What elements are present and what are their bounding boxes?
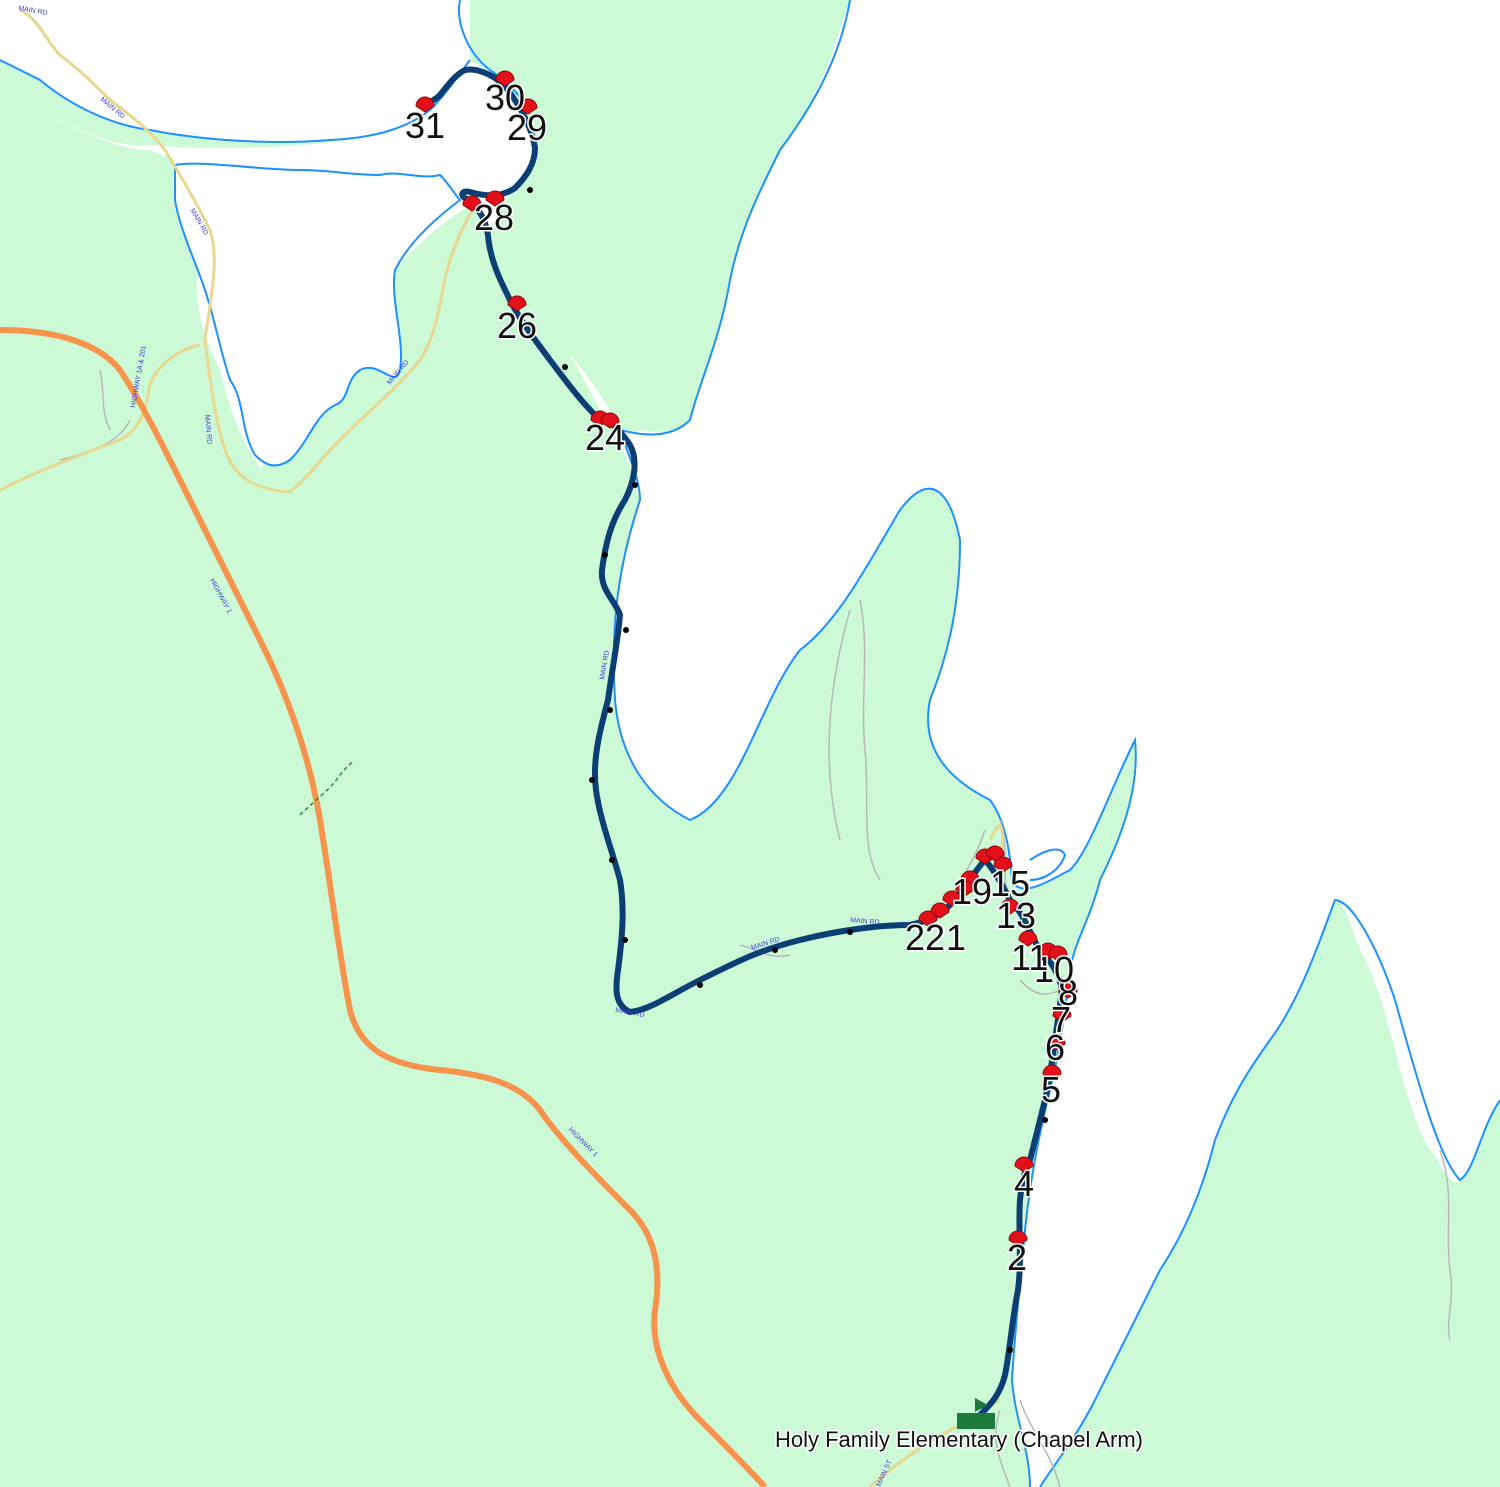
bus-stop-marker-icon[interactable] [993, 856, 1013, 873]
bus-stop-marker-icon[interactable] [507, 295, 527, 312]
bus-stop-marker-icon[interactable] [1048, 945, 1068, 962]
stop-label: 6 [1045, 1027, 1065, 1068]
school-label: Holy Family Elementary (Chapel Arm) [775, 1427, 1143, 1452]
bus-stop-marker-icon[interactable] [942, 890, 962, 907]
stop-labels: 2 4 5 6 7 8 10 11 13 15 19 21 22 24 26 2… [404, 76, 1080, 1280]
stop-label: 24 [585, 417, 625, 458]
route-direction-arrow-icon [1007, 1347, 1013, 1353]
stop-label: 10 [1034, 949, 1074, 990]
bus-stop-marker-icon[interactable] [1046, 1034, 1066, 1051]
shoreline-east-peninsula [1039, 898, 1500, 1487]
bus-stop-marker-icon[interactable] [1052, 1006, 1072, 1023]
stop-label: 19 [952, 871, 992, 912]
stop-label: 11 [1011, 937, 1048, 978]
bus-stop-marker-icon[interactable] [495, 70, 515, 87]
main-road-southwest [0, 343, 201, 492]
school-flag-icon [957, 1413, 995, 1429]
stop-label: 5 [1041, 1069, 1061, 1110]
stop-label: 26 [497, 305, 537, 346]
shoreline-inner-cove [1029, 848, 1067, 881]
route-direction-arrow-icon [697, 982, 703, 988]
bus-stop-marker-icon[interactable] [485, 190, 505, 207]
route-direction-arrow-icon [607, 707, 613, 713]
stop-label: 15 [990, 863, 1030, 904]
route-direction-arrow-icon [847, 929, 853, 935]
bus-stop-marker-icon[interactable] [1018, 930, 1038, 947]
road-label: MAIN RD [850, 917, 880, 927]
route-direction-arrow-icon [527, 187, 533, 193]
water-northwest-bay [175, 163, 460, 466]
stop-markers [415, 70, 1078, 1247]
water-east-bay [613, 0, 1500, 1487]
route-direction-arrow-icon [623, 627, 629, 633]
stop-label: 13 [996, 895, 1036, 936]
bus-stop-marker-icon[interactable] [600, 412, 620, 429]
shoreline-northwest-bay [174, 162, 462, 467]
route-direction-arrow-icon [1042, 1117, 1048, 1123]
bus-stop-marker-icon[interactable] [985, 845, 1005, 862]
shoreline-east-bay [612, 0, 1137, 1487]
route-direction-arrow-icon [562, 364, 568, 370]
bus-stop-marker-icon[interactable] [518, 98, 538, 115]
route-direction-arrow-icon [589, 777, 595, 783]
bus-stop-marker-icon[interactable] [415, 96, 435, 113]
bus-stop-marker-icon[interactable] [1058, 982, 1078, 999]
school-marker[interactable] [957, 1398, 995, 1429]
bus-stop-marker-icon[interactable] [918, 910, 938, 927]
land-east-peninsula [1040, 897, 1500, 1487]
stop-label: 8 [1058, 972, 1078, 1013]
stop-label: 4 [1014, 1163, 1034, 1204]
land-northeast-peninsula [470, 0, 850, 435]
route-direction-arrow-icon [632, 482, 638, 488]
route-direction-arrow-icon [622, 937, 628, 943]
route-arrows [527, 187, 1048, 1353]
school-flag-pennant-icon [975, 1398, 988, 1412]
trail [299, 761, 353, 816]
shoreline-north-channel-top [458, 0, 531, 111]
route-direction-arrow-icon [609, 857, 615, 863]
stop-label: 28 [474, 197, 514, 238]
bus-stop-marker-icon[interactable] [1042, 1064, 1062, 1081]
bus-stop-marker-icon[interactable] [1008, 1230, 1028, 1247]
route-direction-arrow-icon [772, 947, 778, 953]
stop-label: 22 [905, 917, 945, 958]
main-road-west [19, 8, 480, 494]
highway-1 [0, 327, 768, 1487]
bus-stop-marker-icon[interactable] [462, 195, 482, 212]
stop-label: 7 [1051, 999, 1071, 1040]
bus-stop-marker-icon[interactable] [1000, 898, 1020, 915]
stop-label: 29 [507, 107, 547, 148]
stop-label: 30 [485, 77, 525, 118]
bus-stop-marker-icon[interactable] [955, 880, 975, 897]
stop-label: 21 [926, 917, 966, 958]
bus-stop-marker-icon[interactable] [1014, 1156, 1034, 1173]
stop-label: 2 [1007, 1237, 1027, 1278]
route-direction-arrow-icon [602, 552, 608, 558]
road-label: MAIN RD [203, 415, 213, 445]
stop-label: 31 [405, 105, 445, 146]
